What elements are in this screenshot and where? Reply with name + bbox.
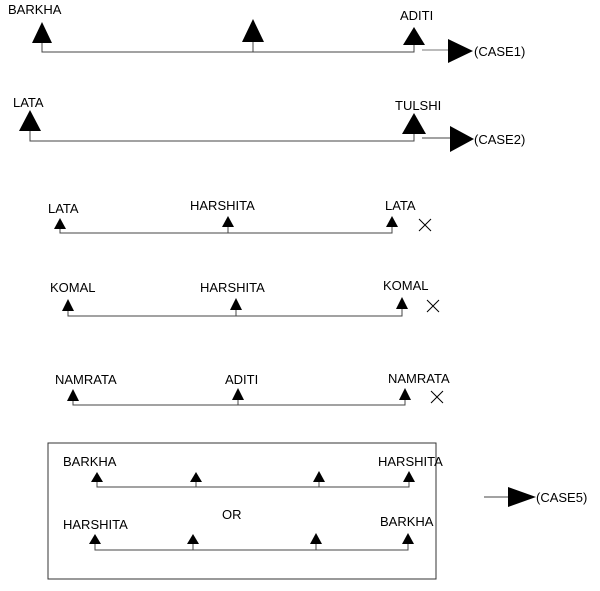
connector-line — [67, 309, 403, 317]
case5-box: BARKHA HARSHITA OR HARSHITA BARKHA — [47, 442, 443, 580]
person-triangle — [313, 471, 325, 482]
person-label: HARSHITA — [63, 517, 128, 532]
person-triangle — [32, 22, 52, 43]
person-label: LATA — [385, 198, 416, 213]
person-label: NAMRATA — [388, 371, 450, 386]
case5-arrow: (CASE5) — [484, 487, 587, 507]
person-triangle — [403, 471, 415, 482]
person-label: HARSHITA — [378, 454, 443, 469]
case-label: (CASE2) — [474, 132, 525, 147]
person-triangle — [67, 389, 79, 401]
case1-row: BARKHA ADITI (CASE1) — [8, 2, 525, 63]
person-label: BARKHA — [63, 454, 117, 469]
person-triangle — [187, 534, 199, 544]
case-label: (CASE1) — [474, 44, 525, 59]
person-label: KOMAL — [50, 280, 96, 295]
invalid-row-namrata: NAMRATA ADITI NAMRATA — [55, 371, 450, 406]
person-triangle — [19, 110, 41, 131]
case5-frame — [47, 442, 437, 580]
cross-icon — [426, 299, 440, 313]
person-label: ADITI — [400, 8, 433, 23]
person-triangle — [190, 472, 202, 482]
case-label: (CASE5) — [536, 490, 587, 505]
connector-line — [59, 227, 393, 234]
person-triangle — [242, 19, 264, 42]
person-label: BARKHA — [380, 514, 434, 529]
person-label: HARSHITA — [200, 280, 265, 295]
connector-line — [96, 482, 410, 488]
person-triangle — [232, 388, 244, 400]
arrow-head-icon — [450, 126, 474, 152]
arrow-head-icon — [448, 39, 473, 63]
person-triangle — [310, 533, 322, 544]
person-label: HARSHITA — [190, 198, 255, 213]
connector-line — [29, 131, 415, 142]
person-triangle — [386, 216, 398, 227]
person-triangle — [403, 27, 425, 45]
person-triangle — [230, 298, 242, 310]
person-label: TULSHI — [395, 98, 441, 113]
or-separator: OR — [222, 507, 242, 522]
case2-row: LATA TULSHI (CASE2) — [13, 95, 525, 152]
person-triangle — [54, 218, 66, 229]
connector-line — [94, 544, 409, 551]
invalid-row-komal: KOMAL HARSHITA KOMAL — [50, 278, 440, 317]
person-label: LATA — [13, 95, 44, 110]
person-label: KOMAL — [383, 278, 429, 293]
person-label: BARKHA — [8, 2, 62, 17]
person-label: ADITI — [225, 372, 258, 387]
person-label: NAMRATA — [55, 372, 117, 387]
person-triangle — [222, 216, 234, 227]
cross-icon — [430, 390, 444, 404]
connector-line — [41, 42, 415, 53]
person-triangle — [62, 299, 74, 311]
person-triangle — [399, 388, 411, 400]
arrow-head-icon — [508, 487, 536, 507]
person-label: LATA — [48, 201, 79, 216]
connector-line — [72, 400, 406, 406]
person-triangle — [396, 297, 408, 309]
invalid-row-lata: LATA HARSHITA LATA — [48, 198, 432, 234]
person-triangle — [89, 534, 101, 544]
person-triangle — [402, 533, 414, 544]
person-triangle — [402, 113, 426, 134]
person-triangle — [91, 472, 103, 482]
cross-icon — [418, 218, 432, 232]
